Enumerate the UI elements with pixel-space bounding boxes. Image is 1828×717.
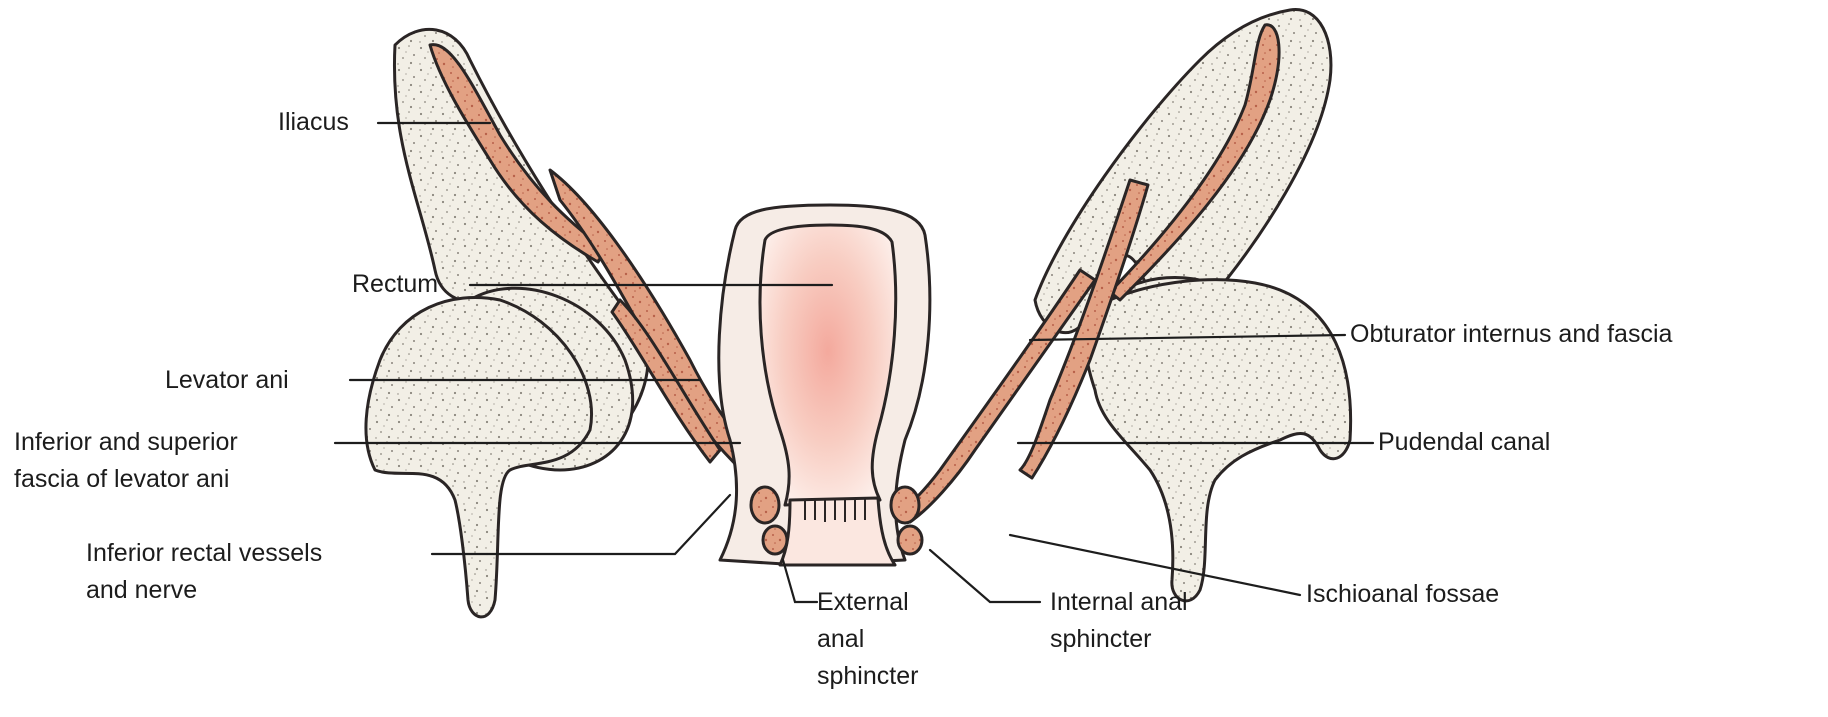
label-pudendal-canal: Pudendal canal — [1378, 424, 1550, 461]
left-ischium — [366, 298, 592, 617]
anal-canal — [780, 498, 895, 565]
label-internal-anal-sphincter: Internal anal sphincter — [1050, 584, 1188, 658]
leader-internal-sphincter — [930, 550, 1040, 602]
label-levator-ani: Levator ani — [165, 362, 289, 399]
label-obturator-internus: Obturator internus and fascia — [1350, 316, 1672, 353]
label-iliacus: Iliacus — [278, 104, 349, 141]
right-ischium — [1085, 280, 1351, 601]
anal-columns — [805, 498, 865, 522]
label-inferior-rectal-vessels: Inferior rectal vessels and nerve — [86, 535, 322, 609]
label-rectum: Rectum — [352, 266, 438, 303]
label-ischioanal-fossae: Ischioanal fossae — [1306, 576, 1499, 613]
label-external-anal-sphincter: External anal sphincter — [817, 584, 918, 695]
label-fascia-of-levator-ani: Inferior and superior fascia of levator … — [14, 424, 238, 498]
